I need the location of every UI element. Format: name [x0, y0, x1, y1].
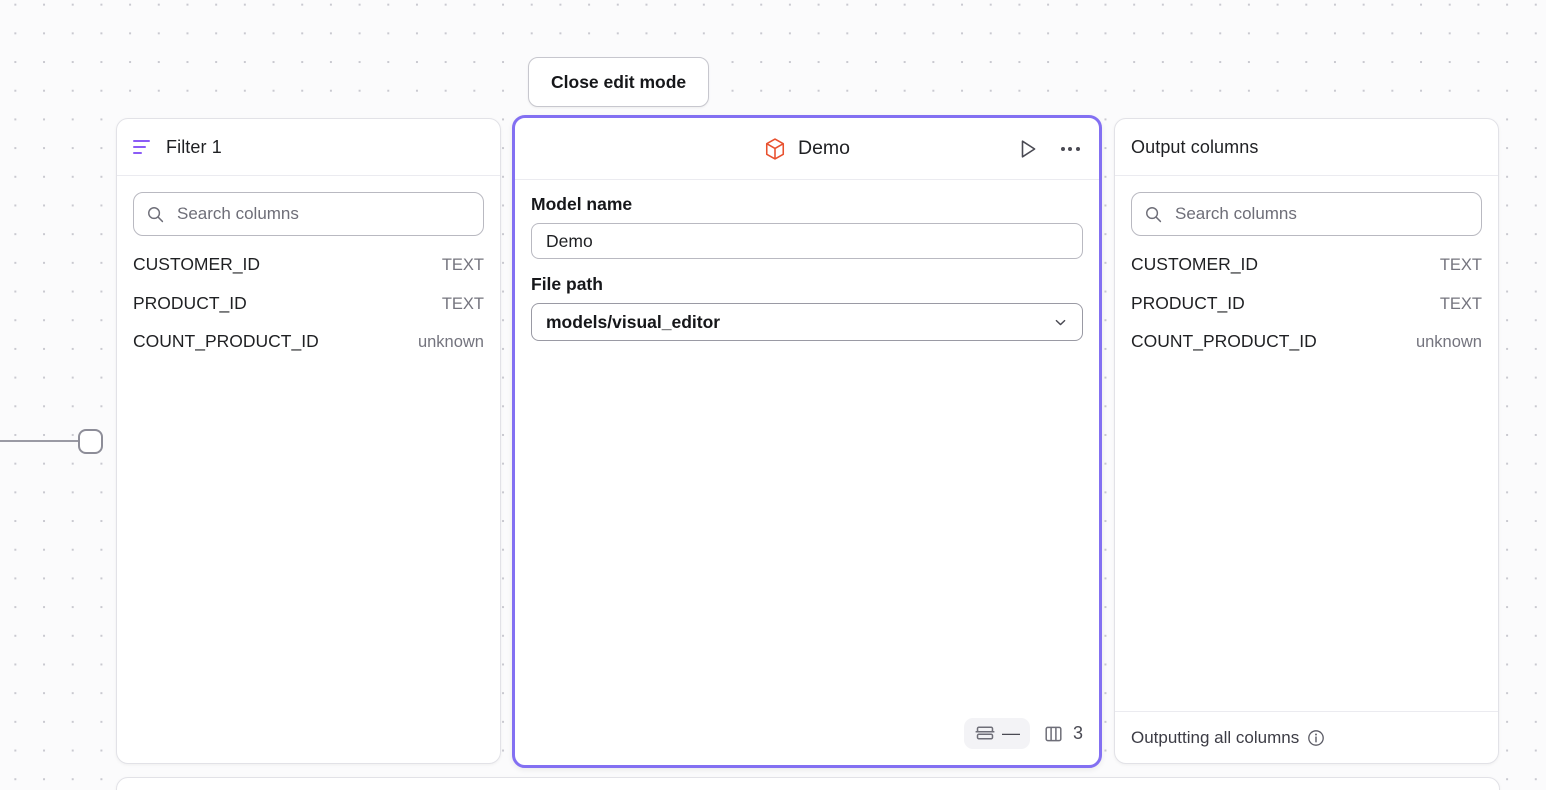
search-icon [148, 206, 164, 222]
outputting-all-columns-label: Outputting all columns [1131, 727, 1300, 747]
output-search-input[interactable] [1175, 204, 1469, 224]
column-name: PRODUCT_ID [1131, 292, 1245, 313]
columns-count: 3 [1072, 723, 1083, 743]
rows-icon [975, 725, 995, 740]
column-name: COUNT_PRODUCT_ID [133, 331, 319, 351]
graph-edge-line [0, 440, 80, 442]
file-path-select[interactable]: models/visual_editor [531, 303, 1083, 341]
file-path-value: models/visual_editor [546, 311, 721, 332]
file-path-label: File path [531, 274, 603, 294]
filter-panel-body: CUSTOMER_ID TEXT PRODUCT_ID TEXT COUNT_P… [117, 176, 500, 763]
filter-panel: Filter 1 CUSTOMER_ID TEXT PRODUCT_ID TEX… [116, 118, 501, 764]
output-columns-panel: Output columns CUSTOMER_ID TEXT PRODUCT_… [1114, 118, 1499, 764]
chevron-down-icon [1055, 319, 1066, 325]
column-type: unknown [1415, 333, 1482, 351]
output-panel-title: Output columns [1131, 136, 1259, 157]
play-icon [1021, 139, 1036, 158]
column-name: COUNT_PRODUCT_ID [1131, 331, 1317, 351]
table-row[interactable]: PRODUCT_ID TEXT [133, 293, 484, 332]
search-icon [1146, 206, 1162, 222]
output-search-box[interactable] [1131, 192, 1482, 236]
model-panel-header: Demo [515, 118, 1099, 180]
graph-edge-handle[interactable] [78, 429, 103, 454]
output-panel-header: Output columns [1115, 119, 1498, 176]
rows-value: — [1001, 723, 1020, 743]
ellipsis-icon [1060, 146, 1080, 151]
model-node-panel: Demo Model name Demo File path models/vi… [512, 115, 1102, 768]
column-type: TEXT [1439, 256, 1482, 274]
column-type: unknown [417, 333, 484, 351]
column-name: CUSTOMER_ID [133, 254, 261, 274]
info-icon[interactable] [1307, 729, 1325, 747]
filter-panel-title: Filter 1 [166, 136, 222, 157]
model-panel-body: Model name Demo File path models/visual_… [515, 180, 1099, 718]
cube-icon [765, 137, 785, 160]
columns-count-group[interactable]: 3 [1043, 723, 1083, 744]
run-model-button[interactable] [1013, 134, 1043, 164]
column-type: TEXT [441, 256, 484, 274]
columns-icon [1045, 726, 1062, 741]
table-row[interactable]: PRODUCT_ID TEXT [1131, 293, 1482, 332]
output-panel-body: CUSTOMER_ID TEXT PRODUCT_ID TEXT COUNT_P… [1115, 176, 1498, 711]
filter-search-box[interactable] [133, 192, 484, 236]
column-name: CUSTOMER_ID [1131, 254, 1259, 274]
column-type: TEXT [441, 294, 484, 313]
model-more-options-button[interactable] [1055, 134, 1085, 164]
model-name-label: Model name [531, 194, 633, 214]
output-panel-footer: Outputting all columns [1115, 711, 1498, 763]
column-name: PRODUCT_ID [133, 292, 247, 313]
model-panel-title: Demo [797, 137, 851, 159]
close-edit-mode-button[interactable]: Close edit mode [528, 57, 710, 107]
bottom-partial-panel [116, 777, 1500, 790]
table-row[interactable]: COUNT_PRODUCT_ID unknown [1131, 331, 1482, 370]
rows-toggle-group[interactable]: — [963, 718, 1030, 749]
filter-panel-header: Filter 1 [117, 119, 500, 176]
filter-icon [133, 137, 153, 157]
filter-search-input[interactable] [177, 204, 471, 224]
column-type: TEXT [1439, 294, 1482, 313]
filter-column-list: CUSTOMER_ID TEXT PRODUCT_ID TEXT COUNT_P… [133, 254, 484, 370]
output-column-list: CUSTOMER_ID TEXT PRODUCT_ID TEXT COUNT_P… [1131, 254, 1482, 370]
table-row[interactable]: CUSTOMER_ID TEXT [1131, 254, 1482, 293]
table-row[interactable]: CUSTOMER_ID TEXT [133, 254, 484, 293]
model-name-input[interactable]: Demo [531, 223, 1083, 259]
model-panel-footer: — 3 [515, 718, 1099, 765]
table-row[interactable]: COUNT_PRODUCT_ID unknown [133, 331, 484, 370]
